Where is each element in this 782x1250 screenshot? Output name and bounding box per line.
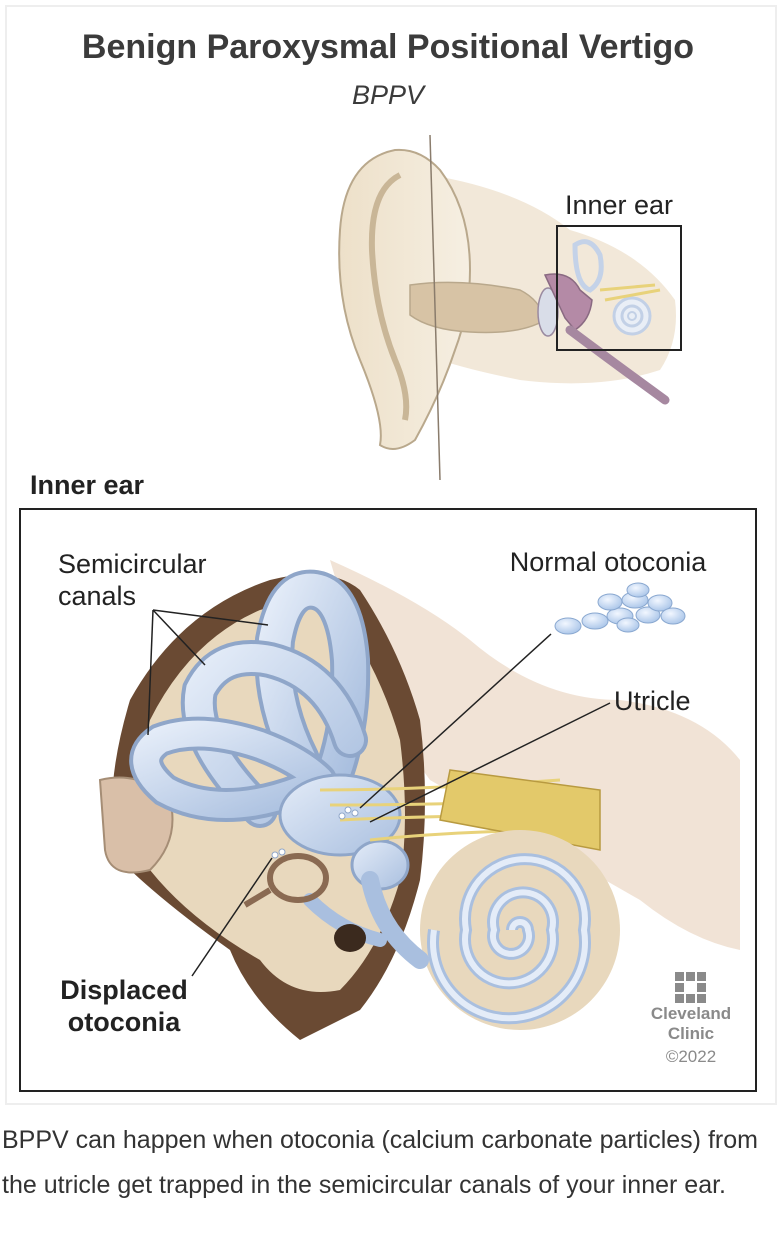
- outer-frame: [5, 5, 777, 1105]
- leader-lines: [147, 609, 611, 977]
- normal-otoconia-label: Normal otoconia: [510, 547, 708, 577]
- brand-name-line2: Clinic: [668, 1024, 714, 1043]
- utricle-label: Utricle: [614, 686, 691, 716]
- figure-caption: BPPV can happen when otoconia (calcium c…: [2, 1126, 758, 1199]
- cleveland-clinic-logo: [675, 972, 706, 1003]
- displaced-otoconia-label-line2: otoconia: [68, 1007, 181, 1037]
- figure-title: Benign Paroxysmal Positional Vertigo: [82, 28, 694, 66]
- inner-ear-detail-illustration: [98, 560, 740, 1040]
- displaced-otoconia-label-line1: Displaced: [60, 975, 188, 1005]
- brand-name-line1: Cleveland: [651, 1004, 731, 1023]
- inner-ear-callout-box: [556, 225, 682, 351]
- outer-ear-illustration: [338, 134, 676, 481]
- inner-ear-section-label: Inner ear: [30, 470, 145, 500]
- semicircular-canals-label-line2: canals: [58, 581, 136, 611]
- normal-otoconia-cluster: [554, 582, 686, 635]
- figure-subtitle: BPPV: [352, 80, 427, 110]
- semicircular-canals-label-line1: Semicircular: [58, 549, 207, 579]
- inner-ear-callout-label: Inner ear: [565, 190, 673, 220]
- brand-copyright: ©2022: [666, 1047, 716, 1066]
